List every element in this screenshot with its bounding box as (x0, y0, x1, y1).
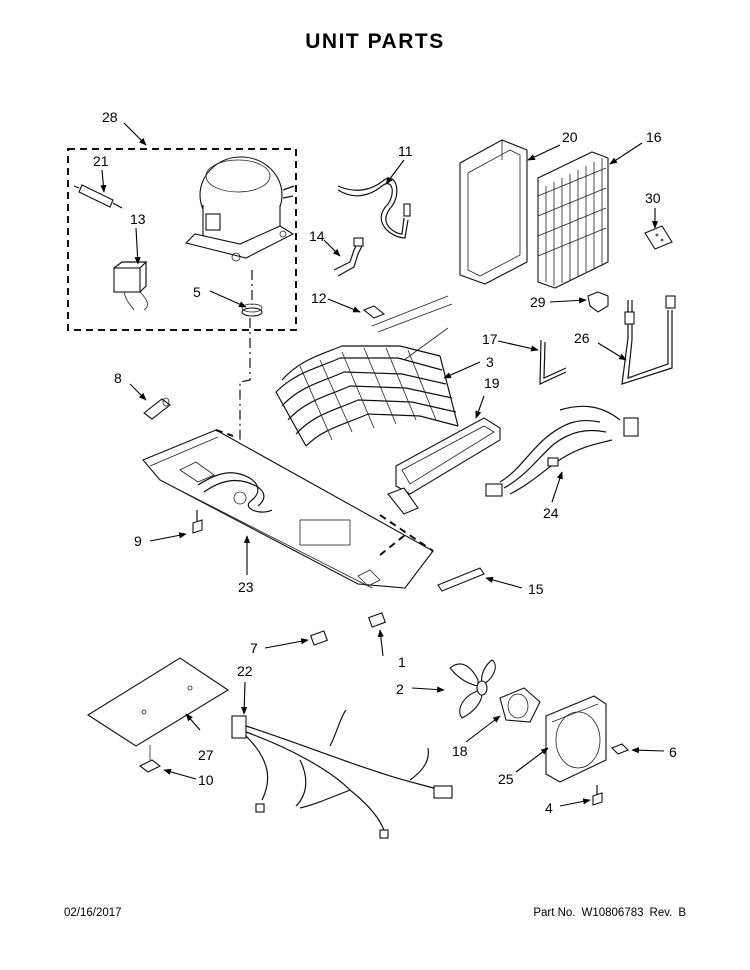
evaporator-part[interactable] (275, 295, 459, 447)
clip-10-part[interactable] (138, 759, 162, 773)
callout-27: 27 (198, 747, 214, 763)
callout-23: 23 (238, 579, 254, 595)
tube-11-part[interactable] (337, 177, 411, 239)
screw-9-part[interactable] (192, 510, 203, 534)
callout-8: 8 (114, 370, 122, 386)
footer-date: 02/16/2017 (64, 907, 122, 919)
grommet-part[interactable] (241, 303, 263, 317)
part-no-label: Part No. (533, 907, 576, 919)
sealed-system-group-box (67, 148, 297, 331)
drier-part[interactable] (73, 184, 123, 209)
callout-2: 2 (396, 681, 404, 697)
callout-25: 25 (498, 771, 514, 787)
base-plate-part[interactable] (142, 429, 434, 589)
compressor-part[interactable] (184, 156, 295, 262)
relay-part[interactable] (113, 261, 148, 311)
callout-13: 13 (130, 211, 146, 227)
callout-28: 28 (102, 109, 118, 125)
rev-label: Rev. (649, 907, 673, 919)
tube-17-part[interactable] (539, 339, 567, 385)
callout-10: 10 (198, 772, 214, 788)
callout-labels: 1 2 3 4 5 6 7 8 9 10 11 12 13 14 15 16 1… (93, 109, 677, 816)
callout-1: 1 (398, 654, 406, 670)
tube-14-part[interactable] (333, 237, 364, 277)
fan-motor-part[interactable] (499, 687, 541, 723)
callout-3: 3 (486, 354, 494, 370)
screw-6-part[interactable] (611, 743, 629, 755)
harness-24-part[interactable] (485, 405, 639, 497)
callout-21: 21 (93, 153, 109, 169)
callout-29: 29 (530, 294, 546, 310)
callout-7: 7 (250, 640, 258, 656)
clip-29-part[interactable] (587, 291, 609, 313)
callout-9: 9 (134, 533, 142, 549)
insulation-sheet-part[interactable] (86, 657, 230, 747)
callout-14: 14 (309, 228, 325, 244)
callout-12: 12 (311, 290, 327, 306)
callout-22: 22 (237, 663, 253, 679)
callout-leaders (100, 122, 665, 807)
fan-blade-part[interactable] (449, 659, 496, 719)
tube-8-part[interactable] (143, 397, 171, 420)
callout-4: 4 (545, 800, 553, 816)
callout-24: 24 (543, 505, 559, 521)
fan-shroud-part[interactable] (545, 695, 607, 783)
callout-15: 15 (528, 581, 544, 597)
condenser-part[interactable] (537, 151, 609, 289)
footer-part-info: Part No. W10806783 Rev. B (527, 907, 686, 919)
callout-16: 16 (646, 129, 662, 145)
callout-19: 19 (484, 375, 500, 391)
callout-30: 30 (645, 190, 661, 206)
callout-11: 11 (398, 143, 413, 159)
callout-26: 26 (574, 330, 590, 346)
callout-20: 20 (562, 129, 578, 145)
page-title: UNIT PARTS (305, 30, 445, 53)
callout-5: 5 (193, 284, 201, 300)
drain-pan-part[interactable] (387, 417, 501, 515)
rev-value: B (678, 907, 686, 919)
harness-22-part[interactable] (231, 709, 453, 839)
fitting-1-part[interactable] (368, 612, 386, 628)
fitting-7-part[interactable] (310, 630, 328, 646)
callout-17: 17 (482, 331, 498, 347)
callout-18: 18 (452, 743, 468, 759)
tie-15-part[interactable] (437, 567, 485, 592)
part-no: W10806783 (581, 907, 644, 919)
clip-12-part[interactable] (362, 305, 386, 319)
screw-4-part[interactable] (592, 785, 603, 806)
evaporator-cover-part[interactable] (459, 139, 528, 285)
callout-6: 6 (669, 744, 677, 760)
gasket-part[interactable] (644, 225, 673, 250)
tube-26-part[interactable] (621, 295, 676, 385)
